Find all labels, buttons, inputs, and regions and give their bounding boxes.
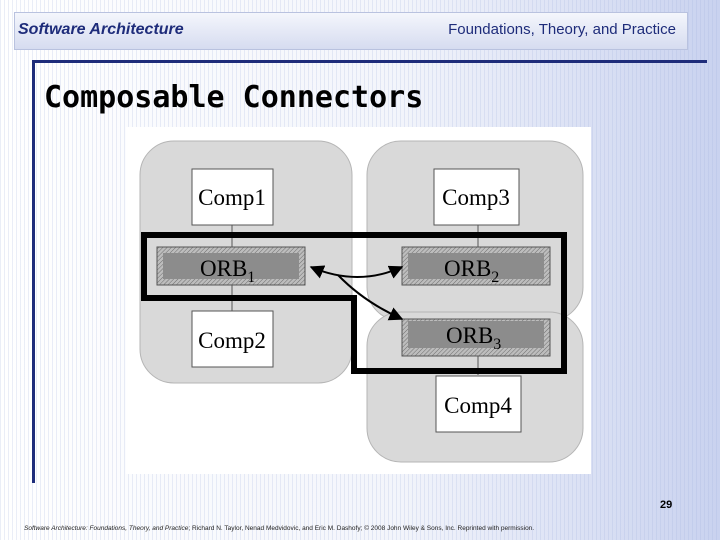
comp-4: Comp4 <box>435 375 522 433</box>
slide-title: Composable Connectors <box>44 80 424 115</box>
header-right-title: Foundations, Theory, and Practice <box>448 21 676 38</box>
composable-connectors-diagram: ORB1 ORB2 ORB3 Comp1 Comp2 Comp3 Comp4 <box>126 127 591 474</box>
orb-1: ORB1 <box>156 246 306 286</box>
orb-2-label: ORB2 <box>444 256 499 286</box>
arrow-orb1-orb3 <box>337 274 404 321</box>
page-number: 29 <box>660 499 673 511</box>
orb-2: ORB2 <box>401 246 551 286</box>
comp-1-label: Comp1 <box>198 185 266 210</box>
orb-1-label: ORB1 <box>200 256 255 286</box>
comp-3: Comp3 <box>433 168 520 226</box>
footer-credits-text: ; Richard N. Taylor, Nenad Medvidovic, a… <box>188 525 535 532</box>
comp-2: Comp2 <box>191 310 274 368</box>
orb-3-label: ORB3 <box>446 323 501 353</box>
group-right-top <box>366 140 584 322</box>
comp-2-label: Comp2 <box>198 328 266 353</box>
orb-3: ORB3 <box>401 318 551 357</box>
title-frame <box>32 60 707 483</box>
header-bar <box>14 12 688 50</box>
composite-connector-outline <box>141 232 567 374</box>
comp-1: Comp1 <box>191 168 274 226</box>
comp-4-label: Comp4 <box>444 393 512 418</box>
arrow-orb1-orb2 <box>309 265 404 279</box>
header-left-title: Software Architecture <box>18 21 184 38</box>
comp-3-label: Comp3 <box>442 185 510 210</box>
footer-book-title: Software Architecture: Foundations, Theo… <box>24 525 189 532</box>
footer-credits: Software Architecture: Foundations, Theo… <box>24 525 714 532</box>
